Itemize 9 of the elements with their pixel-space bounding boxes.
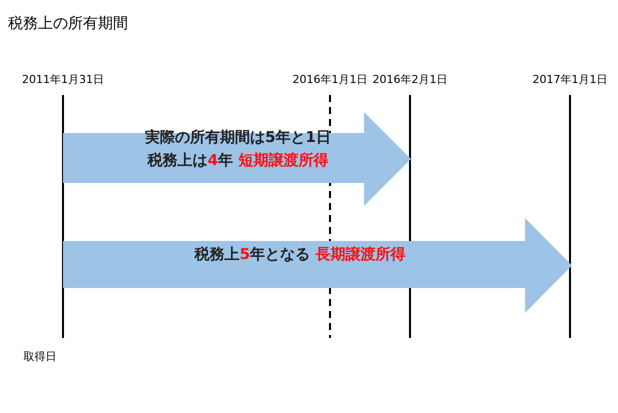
date-label: 2011年1月31日 — [22, 72, 104, 87]
date-label: 2016年1月1日 — [292, 72, 368, 87]
arrow-label: 実際の所有期間は5年と1日 — [145, 128, 331, 147]
date-label: 2017年1月1日 — [532, 72, 608, 87]
arrow-label: 税務上は4年 短期譲渡所得 — [148, 151, 328, 170]
label: 取得日 — [24, 349, 56, 364]
title: 税務上の所有期間 — [8, 14, 128, 33]
arrow-label: 税務上5年となる 長期譲渡所得 — [194, 245, 406, 264]
date-label: 2016年2月1日 — [372, 72, 448, 87]
